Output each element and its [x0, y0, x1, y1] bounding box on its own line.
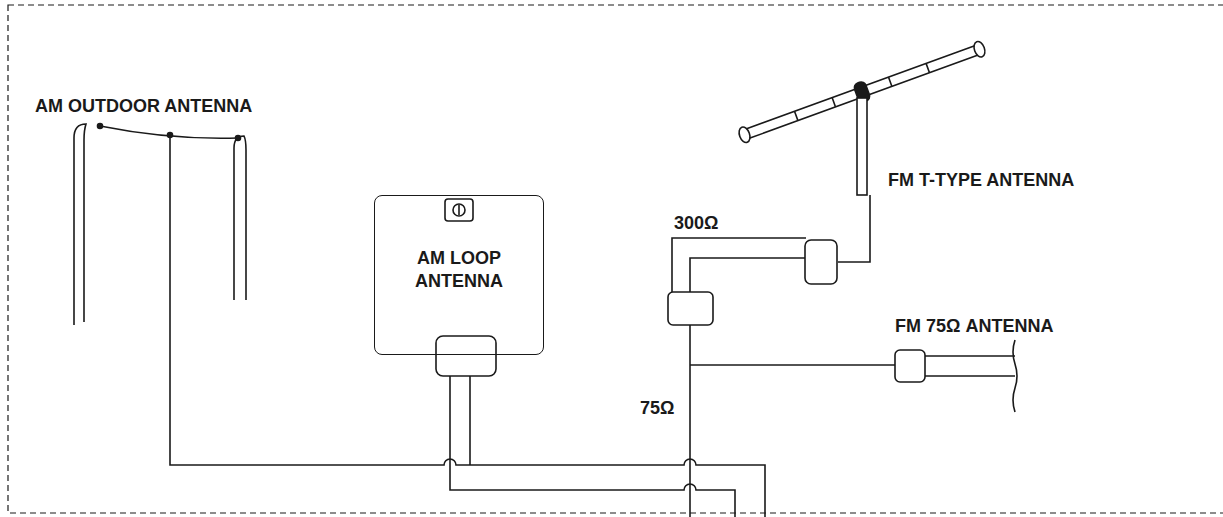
balun: [805, 240, 837, 284]
fm-stem: [857, 98, 867, 195]
fm-75-plug: [895, 350, 925, 382]
adapter: [668, 292, 713, 325]
antenna-label: FM T-TYPE ANTENNA: [888, 170, 1074, 191]
ribbon-cable: [690, 258, 806, 292]
impedance-label: 300Ω: [674, 213, 718, 234]
loop-plug: [436, 336, 496, 376]
fm-75-branch: [690, 364, 895, 366]
box-label: AM LOOP ANTENNA: [404, 247, 514, 294]
antenna-label: AM OUTDOOR ANTENNA: [35, 96, 252, 117]
loop-wire: [450, 375, 735, 517]
loop-knob: [445, 199, 473, 221]
loop-antenna-box: AM LOOP ANTENNA: [374, 195, 544, 355]
outdoor-antenna: [74, 124, 246, 326]
loop-wire: [469, 375, 471, 465]
antenna-label: FM 75Ω ANTENNA: [895, 316, 1053, 337]
dashed-frame: [8, 5, 1223, 513]
ribbon-cable: [672, 238, 806, 292]
outdoor-wire: [170, 135, 765, 517]
coax-75: [689, 325, 691, 517]
loop-knob: [453, 204, 465, 216]
fm-75-cable: [925, 340, 1017, 412]
impedance-label: 75Ω: [640, 398, 674, 419]
